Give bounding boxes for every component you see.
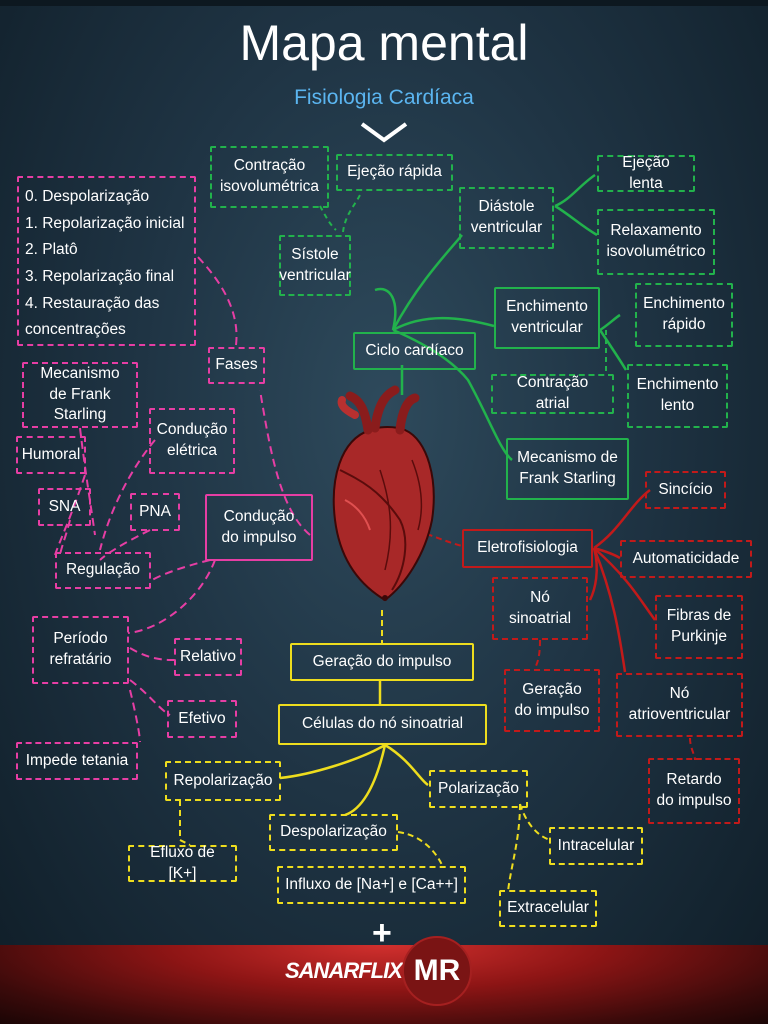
- efetivo-node: Efetivo: [167, 700, 237, 738]
- extracelular-node: Extracelular: [499, 890, 597, 927]
- footer-band: [0, 945, 768, 1024]
- despolarizacao-node: Despolarização: [269, 814, 398, 851]
- ciclo-cardiaco-node: Ciclo cardíaco: [353, 332, 476, 370]
- intracelular-node: Intracelular: [549, 827, 643, 865]
- celulas-no-sinoatrial-node: Células do nó sinoatrial: [278, 704, 487, 745]
- no-atrioventricular-node: Nó atrioventricular: [616, 673, 743, 737]
- ejecao-rapida-node: Ejeção rápida: [336, 154, 453, 191]
- fases-list-item: 3. Repolarização final: [25, 267, 175, 285]
- fases-node: Fases: [208, 347, 265, 384]
- enchimento-rapido-node: Enchimento rápido: [635, 283, 733, 347]
- efluxo-k-node: Efluxo de [K+]: [128, 844, 237, 882]
- ejecao-lenta-node: Ejeção lenta: [597, 154, 695, 192]
- diastole-ventricular-node: Diástole ventricular: [459, 187, 554, 249]
- page-title: Mapa mental: [239, 15, 529, 71]
- enchimento-lento-node: Enchimento lento: [627, 364, 728, 428]
- sistole-ventricular-node: Sístole ventricular: [279, 235, 351, 296]
- fibras-purkinje-node: Fibras de Purkinje: [655, 595, 743, 659]
- enchimento-ventricular-node: Enchimento ventricular: [494, 287, 600, 349]
- impede-tetania-node: Impede tetania: [16, 742, 138, 780]
- mr-logo: MR: [402, 936, 472, 1006]
- pna-node: PNA: [130, 493, 180, 531]
- conducao-impulso-node: Condução do impulso: [205, 494, 313, 561]
- sincicio-node: Sincício: [645, 471, 726, 509]
- top-bar: [0, 0, 768, 6]
- fases-list-item: 2. Platô: [25, 241, 78, 259]
- fases-list-item: 0. Despolarização: [25, 188, 150, 205]
- frank-starling-green-node: Mecanismo de Frank Starling: [506, 438, 629, 500]
- regulacao-node: Regulação: [55, 552, 151, 589]
- repolarizacao-node: Repolarização: [165, 761, 281, 801]
- contracao-isovolumetrica-node: Contração isovolumétrica: [210, 146, 329, 208]
- relaxamento-isovolumetrico-node: Relaxamento isovolumétrico: [597, 209, 715, 275]
- sna-node: SNA: [38, 488, 91, 526]
- geracao-impulso-red-node: Geração do impulso: [504, 669, 600, 732]
- humoral-node: Humoral: [16, 436, 86, 474]
- plus-sign: +: [372, 914, 392, 952]
- chevron-down-icon: [360, 122, 408, 143]
- periodo-refratario-node: Período refratário: [32, 616, 129, 684]
- page-subtitle: Fisiologia Cardíaca: [294, 86, 474, 109]
- retardo-impulso-node: Retardo do impulso: [648, 758, 740, 824]
- conducao-eletrica-node: Condução elétrica: [149, 408, 235, 474]
- heart-illustration: [332, 385, 435, 602]
- polarizacao-node: Polarização: [429, 770, 528, 808]
- fases-list-item: concentrações: [25, 321, 126, 339]
- geracao-impulso-node: Geração do impulso: [290, 643, 474, 681]
- contracao-atrial-node: Contração atrial: [491, 374, 614, 414]
- fases-list-item: 4. Restauração das: [25, 294, 160, 312]
- relativo-node: Relativo: [174, 638, 242, 676]
- fases-list-item: 1. Repolarização inicial: [25, 214, 185, 232]
- influxo-na-ca-node: Influxo de [Na+] e [Ca++]: [277, 866, 466, 904]
- automaticidade-node: Automaticidade: [620, 540, 752, 578]
- no-sinoatrial-node: Nó sinoatrial: [492, 577, 588, 640]
- sanarflix-logo: SANARFLIX: [285, 958, 403, 983]
- fases-list-node: 0. Despolarização 1. Repolarização inici…: [17, 176, 196, 346]
- eletrofisiologia-node: Eletrofisiologia: [462, 529, 593, 568]
- frank-starling-pink-node: Mecanismo de Frank Starling: [22, 362, 138, 428]
